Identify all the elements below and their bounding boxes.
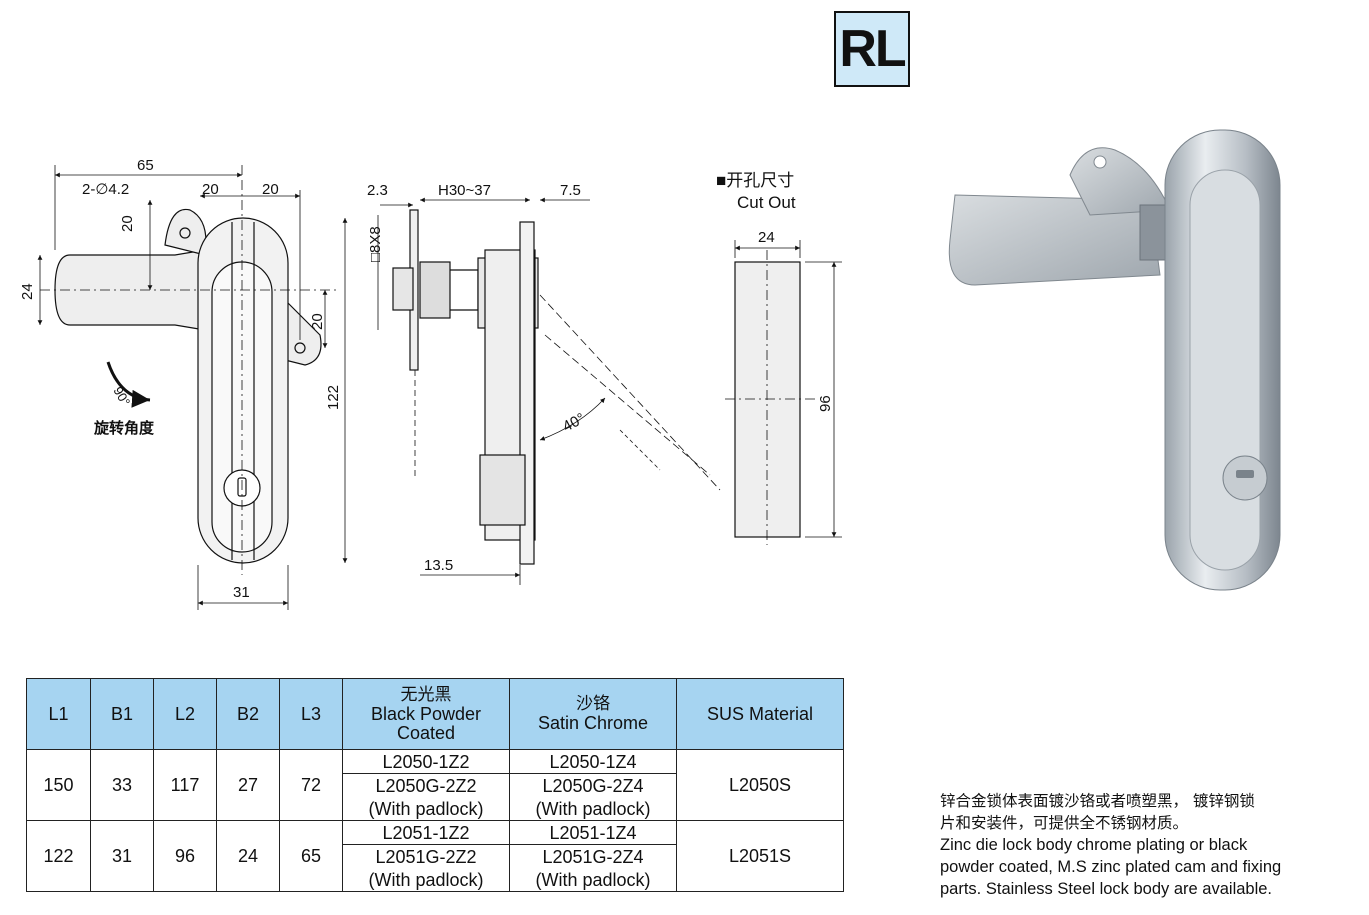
cell-l3: 72: [279, 749, 343, 821]
svg-text:40°: 40°: [560, 410, 588, 436]
cell-b2: 27: [216, 749, 280, 821]
cell-satin-code: L2050-1Z4: [509, 749, 677, 774]
cell-l1: 150: [26, 749, 91, 821]
technical-drawing: 65 2-∅4.2 20 20 20 24 20 122 31 90° 旋转角度…: [19, 157, 842, 610]
description-en-line: powder coated, M.S zinc plated cam and f…: [940, 858, 1282, 876]
svg-text:20: 20: [202, 181, 219, 198]
svg-text:31: 31: [233, 584, 250, 601]
header-black-powder: 无光黑 Black Powder Coated: [342, 678, 510, 750]
cell-black-padlock-note: (With padlock): [342, 868, 510, 892]
svg-text:90°: 90°: [110, 384, 133, 409]
cell-black-code: L2051-1Z2: [342, 820, 510, 845]
cell-satin-padlock-note: (With padlock): [509, 868, 677, 892]
side-view: [377, 197, 721, 585]
cutout-view: [725, 240, 842, 545]
svg-text:Cut Out: Cut Out: [737, 193, 796, 212]
product-description: 锌合金锁体表面镀沙铬或者喷塑黑， 镀锌钢锁 片和安装件，可提供全不锈钢材质。 Z…: [940, 790, 1360, 900]
product-photo: [948, 129, 1281, 591]
header-l1: L1: [26, 678, 91, 750]
cell-l3: 65: [279, 820, 343, 892]
cell-b1: 31: [90, 820, 154, 892]
front-view: [37, 165, 348, 610]
cell-black-padlock-code: L2050G-2Z2: [342, 773, 510, 797]
cell-black-padlock-note: (With padlock): [342, 797, 510, 821]
description-cn-line: 片和安装件，可提供全不锈钢材质。: [940, 814, 1189, 832]
cell-b2: 24: [216, 820, 280, 892]
description-en-line: Zinc die lock body chrome plating or bla…: [940, 836, 1248, 854]
cell-l2: 117: [153, 749, 217, 821]
spec-table: L1 B1 L2 B2 L3 无光黑 Black Powder Coated 沙…: [26, 678, 844, 892]
series-badge: RL: [834, 11, 910, 87]
svg-text:■开孔尺寸: ■开孔尺寸: [716, 171, 794, 190]
table-row: 150 33 117 27 72 L2050-1Z2 L2050-1Z4 L20…: [26, 749, 844, 821]
table-row: (With padlock) (With padlock): [27, 797, 844, 821]
header-b1: B1: [90, 678, 154, 750]
header-sus-material: SUS Material: [676, 678, 844, 750]
cell-b1: 33: [90, 749, 154, 821]
cell-black-code: L2050-1Z2: [342, 749, 510, 774]
svg-text:7.5: 7.5: [560, 182, 581, 199]
svg-text:13.5: 13.5: [424, 557, 453, 574]
table-row: (With padlock) (With padlock): [27, 868, 844, 892]
svg-text:24: 24: [758, 229, 775, 246]
cell-sus: L2051S: [676, 820, 844, 892]
svg-text:20: 20: [309, 313, 326, 330]
description-en-line: parts. Stainless Steel lock body are ava…: [940, 880, 1273, 898]
table-row: L2050G-2Z2 L2050G-2Z4: [27, 773, 844, 797]
header-l3: L3: [279, 678, 343, 750]
cutout-labels: ■开孔尺寸 Cut Out 24 96: [716, 171, 834, 412]
svg-text:2.3: 2.3: [367, 182, 388, 199]
svg-text:122: 122: [325, 385, 342, 410]
svg-text:20: 20: [119, 215, 136, 232]
description-cn-line: 锌合金锁体表面镀沙铬或者喷塑黑， 镀锌钢锁: [940, 792, 1255, 810]
table-row: L2051G-2Z2 L2051G-2Z4: [27, 844, 844, 868]
cell-l2: 96: [153, 820, 217, 892]
cell-sus: L2050S: [676, 749, 844, 821]
svg-text:2-∅4.2: 2-∅4.2: [82, 181, 129, 198]
cell-black-padlock-code: L2051G-2Z2: [342, 844, 510, 868]
cell-satin-padlock-code: L2051G-2Z4: [509, 844, 677, 868]
table-header-row: L1 B1 L2 B2 L3 无光黑 Black Powder Coated 沙…: [26, 678, 844, 750]
header-satin-chrome: 沙铬 Satin Chrome: [509, 678, 677, 750]
mount-hole-icon: [179, 227, 191, 239]
svg-text:旋转角度: 旋转角度: [93, 419, 155, 437]
cell-satin-code: L2051-1Z4: [509, 820, 677, 845]
svg-text:96: 96: [817, 395, 834, 412]
svg-text:65: 65: [137, 157, 154, 174]
svg-text:20: 20: [262, 181, 279, 198]
svg-text:H30~37: H30~37: [438, 182, 491, 199]
cell-satin-padlock-note: (With padlock): [509, 797, 677, 821]
svg-text:24: 24: [19, 283, 36, 300]
side-dimensions: 2.3 H30~37 7.5 □8X8 40° 13.5: [367, 182, 588, 574]
header-b2: B2: [216, 678, 280, 750]
cell-satin-padlock-code: L2050G-2Z4: [509, 773, 677, 797]
table-row: 122 31 96 24 65 L2051-1Z2 L2051-1Z4 L205…: [26, 820, 844, 892]
header-l2: L2: [153, 678, 217, 750]
svg-text:□8X8: □8X8: [367, 226, 384, 262]
cell-l1: 122: [26, 820, 91, 892]
